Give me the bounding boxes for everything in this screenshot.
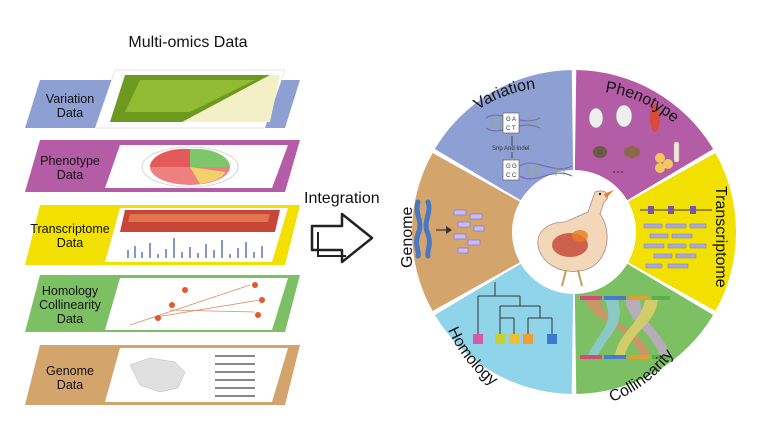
- variation-base-b2: T: [512, 126, 516, 132]
- variation-base-d2: C: [512, 173, 517, 179]
- wheel-segment-transcriptome: [628, 152, 736, 312]
- variation-dna-icon: G A C T Snp And Indel G G C C: [485, 112, 573, 181]
- variation-base-a1: G: [506, 117, 511, 123]
- integration-label: Integration: [304, 190, 380, 207]
- segment-label-transcriptome: Transcriptome: [712, 186, 729, 288]
- homology-tree-icon: [477, 282, 553, 334]
- diagram-title: Multi-omics Data: [128, 34, 248, 51]
- goose-anatomy-illustration: [537, 190, 614, 287]
- segment-label-genome: Genome: [399, 207, 416, 268]
- phenotype-icons: [588, 104, 680, 173]
- homology-leaves: [473, 334, 557, 344]
- phenotype-chart-green: [190, 148, 231, 167]
- homology-layer: [25, 275, 300, 332]
- genome-chromosome-icon: [414, 199, 485, 259]
- wheel-segment-genome: [412, 152, 520, 312]
- collinearity-bars: [580, 296, 670, 359]
- wheel-segment-homology: [434, 263, 574, 394]
- variation-base-d1: C: [506, 173, 511, 179]
- variation-layer: [25, 69, 300, 129]
- phenotype-layer: [25, 140, 300, 192]
- variation-base-c1: G: [506, 164, 511, 170]
- layer-label-transcriptome: Transcriptome Data: [30, 222, 110, 250]
- homology-layer-panel: [105, 278, 288, 330]
- variation-base-c2: G: [512, 164, 517, 170]
- layer-label-variation: Variation Data: [45, 92, 95, 120]
- transcriptome-reads-icon: [640, 206, 712, 269]
- genome-map: [129, 357, 186, 393]
- layer-label-phenotype: Phenotype Data: [40, 154, 100, 182]
- genome-layer: [25, 345, 300, 405]
- wheel-segment-variation: [434, 70, 574, 201]
- variation-base-b1: C: [506, 126, 511, 132]
- variation-base-a2: A: [512, 117, 516, 123]
- variation-snp-label: Snp And Indel: [492, 146, 529, 152]
- layer-label-homology: Homology Collinearity Data: [39, 284, 101, 326]
- wheel-segment-phenotype: [574, 70, 714, 201]
- homology-tree: [129, 284, 261, 326]
- collinearity-ribbons-icon: [585, 300, 670, 355]
- transcriptome-layer: [25, 205, 300, 265]
- layer-label-genome: Genome Data: [46, 364, 94, 392]
- phenotype-chart-red: [149, 148, 190, 167]
- transcriptome-bars: [127, 238, 263, 258]
